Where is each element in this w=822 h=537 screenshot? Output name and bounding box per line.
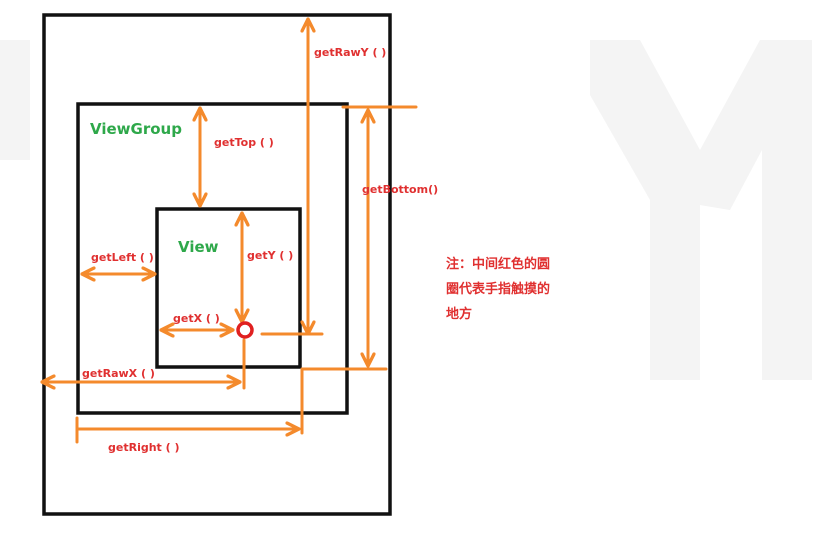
get-left-label: getLeft ( ): [91, 251, 154, 264]
view-frame: [155, 207, 302, 369]
viewgroup-title: ViewGroup: [90, 120, 182, 138]
get-right-label: getRight ( ): [108, 441, 180, 454]
view-title: View: [178, 238, 219, 256]
get-raw-x-label: getRawX ( ): [82, 367, 155, 380]
get-top-label: getTop ( ): [214, 136, 274, 149]
note-line-3: 地方: [446, 307, 473, 322]
touch-point-icon: [236, 321, 254, 339]
get-raw-y-label: getRawY ( ): [314, 46, 386, 59]
background-watermark: [0, 40, 812, 380]
note-line-2: 圈代表手指触摸的: [446, 282, 551, 297]
note-line-1: 注：中间红色的圆: [446, 257, 551, 272]
get-bottom-label: getBottom(): [362, 183, 438, 196]
viewgroup-frame: [76, 102, 349, 415]
note-text: 注：中间红色的圆 圈代表手指触摸的 地方: [446, 252, 586, 327]
get-y-label: getY ( ): [247, 249, 293, 262]
get-x-label: getX ( ): [173, 312, 220, 325]
screen-frame: [42, 13, 392, 516]
